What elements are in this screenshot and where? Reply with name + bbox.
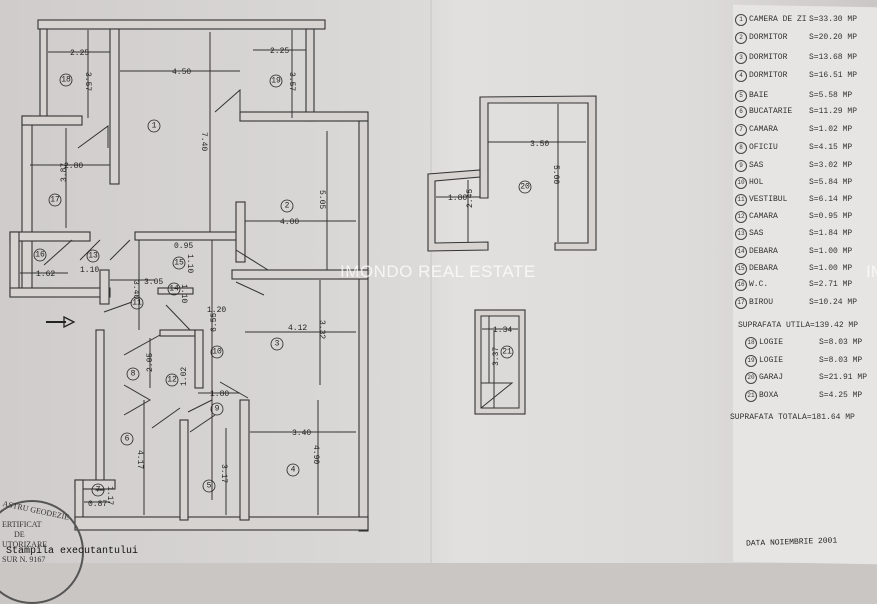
svg-text:12: 12 xyxy=(167,376,177,385)
dimension-labels: 2.25 3.57 4.50 7.40 2.25 3.57 2.80 3.87 … xyxy=(36,47,326,509)
svg-text:1.34: 1.34 xyxy=(493,326,512,335)
svg-text:4: 4 xyxy=(291,466,296,475)
svg-text:0.95: 0.95 xyxy=(174,242,193,251)
room-numbers: 1 2 3 4 5 6 7 8 9 10 11 12 13 14 15 16 1… xyxy=(33,73,300,497)
svg-text:1.20: 1.20 xyxy=(207,306,226,315)
svg-text:1.80: 1.80 xyxy=(448,194,467,203)
svg-text:21: 21 xyxy=(502,348,512,357)
svg-text:20: 20 xyxy=(520,183,530,192)
svg-text:3.37: 3.37 xyxy=(492,347,501,366)
svg-text:2.45: 2.45 xyxy=(466,189,475,208)
svg-text:4.00: 4.00 xyxy=(280,218,299,227)
svg-text:19: 19 xyxy=(271,77,281,86)
stamp-line: UTORIZARE xyxy=(2,540,48,549)
svg-text:13: 13 xyxy=(88,252,98,261)
svg-text:4.12: 4.12 xyxy=(288,324,307,333)
svg-text:1.62: 1.62 xyxy=(36,270,55,279)
entrance-arrow-icon xyxy=(46,316,76,328)
svg-text:3.50: 3.50 xyxy=(530,140,549,149)
stamp-line: DE xyxy=(14,530,25,539)
svg-text:7: 7 xyxy=(96,486,101,495)
stamp-line: SUR N. 9167 xyxy=(2,555,46,564)
svg-text:10: 10 xyxy=(212,348,222,357)
useful-area-total: SUPRAFATA UTILA=139.42 MP xyxy=(738,321,859,330)
floor-plan-drawing: 2.25 3.57 4.50 7.40 2.25 3.57 2.80 3.87 … xyxy=(9,19,597,532)
svg-text:18: 18 xyxy=(61,76,71,85)
svg-text:4.17: 4.17 xyxy=(135,450,144,469)
svg-text:3.57: 3.57 xyxy=(83,72,92,91)
svg-text:17: 17 xyxy=(50,196,60,205)
watermark: IMONDO REAL ESTATE xyxy=(340,262,536,281)
svg-text:3.87: 3.87 xyxy=(60,163,69,182)
svg-text:3.57: 3.57 xyxy=(287,72,296,91)
svg-text:3.05: 3.05 xyxy=(144,278,163,287)
svg-text:1.02: 1.02 xyxy=(180,367,189,386)
svg-text:2.25: 2.25 xyxy=(70,49,89,58)
svg-text:1.10: 1.10 xyxy=(80,266,99,275)
svg-text:11: 11 xyxy=(132,299,142,308)
svg-text:3.32: 3.32 xyxy=(317,320,326,339)
svg-text:7.40: 7.40 xyxy=(199,132,208,151)
paper-fold xyxy=(430,0,432,563)
watermark-fragment: IM xyxy=(866,262,877,281)
dimension-lines xyxy=(20,30,356,515)
svg-text:3.40: 3.40 xyxy=(131,280,140,299)
svg-text:1: 1 xyxy=(152,122,157,131)
signature-caption: Stampila executantului xyxy=(6,546,139,557)
svg-text:1.17: 1.17 xyxy=(105,486,114,505)
svg-text:5.00: 5.00 xyxy=(551,165,560,184)
svg-text:2: 2 xyxy=(285,202,290,211)
svg-text:5.05: 5.05 xyxy=(317,190,326,209)
svg-text:0.87: 0.87 xyxy=(88,500,107,509)
storage-plan: 1.34 3.37 21 xyxy=(474,309,526,415)
svg-text:4.90: 4.90 xyxy=(311,445,320,464)
svg-text:2.25: 2.25 xyxy=(270,47,289,56)
door-swings xyxy=(43,88,269,433)
total-area: SUPRAFATA TOTALA=181.64 MP xyxy=(730,413,855,422)
svg-text:1.80: 1.80 xyxy=(210,390,229,399)
svg-text:3.17: 3.17 xyxy=(219,464,228,483)
svg-text:5: 5 xyxy=(207,482,212,491)
svg-text:4.50: 4.50 xyxy=(172,68,191,77)
svg-text:2.05: 2.05 xyxy=(146,353,155,372)
svg-text:14: 14 xyxy=(169,285,179,294)
floor-plan-sheet xyxy=(0,0,877,563)
svg-text:3.40: 3.40 xyxy=(292,429,311,438)
svg-text:15: 15 xyxy=(174,259,184,268)
svg-text:6: 6 xyxy=(125,435,130,444)
svg-text:2.80: 2.80 xyxy=(64,162,83,171)
svg-text:6.55: 6.55 xyxy=(210,313,219,332)
svg-text:9: 9 xyxy=(215,405,220,414)
garage-plan: 3.50 5.00 1.80 2.45 20 xyxy=(427,95,597,252)
svg-text:1.10: 1.10 xyxy=(185,254,194,273)
stamp-line: ERTIFICAT xyxy=(2,520,42,529)
svg-text:3: 3 xyxy=(275,340,280,349)
apartment-walls xyxy=(9,19,369,532)
svg-text:1.10: 1.10 xyxy=(179,284,188,303)
svg-text:8: 8 xyxy=(131,370,136,379)
svg-text:16: 16 xyxy=(35,251,45,260)
